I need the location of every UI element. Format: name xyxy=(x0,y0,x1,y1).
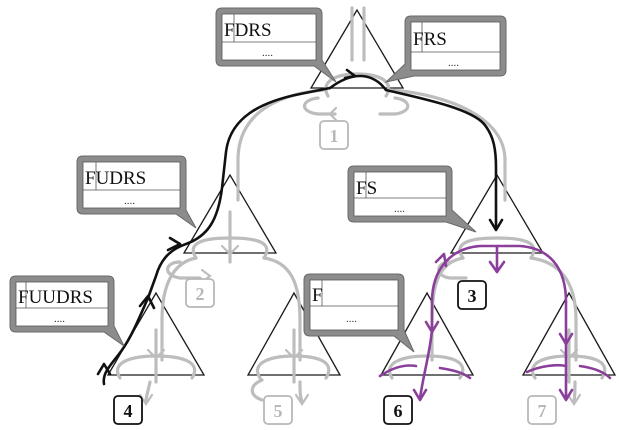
callout-fuudrs: FUUDRS .... xyxy=(9,275,125,347)
node-label-4: 4 xyxy=(113,395,143,425)
node-label-6: 6 xyxy=(383,395,413,425)
callout-frs-dots: .... xyxy=(448,57,459,69)
node-label-3: 3 xyxy=(457,280,487,310)
node-label-2: 2 xyxy=(185,278,215,308)
node-label-7: 7 xyxy=(527,395,557,425)
callout-fudrs: FUDRS .... xyxy=(76,155,197,229)
node-label-5: 5 xyxy=(263,395,293,425)
callout-fdrs: FDRS .... xyxy=(215,7,337,83)
node-number-1: 1 xyxy=(330,126,339,146)
purple-traversal xyxy=(378,244,612,402)
black-traversal xyxy=(96,68,504,386)
callout-fudrs-dots: .... xyxy=(124,195,135,207)
callout-f-label: F xyxy=(312,285,323,306)
callout-fuudrs-dots: .... xyxy=(54,313,65,325)
node-number-2: 2 xyxy=(196,284,205,304)
triangle-root xyxy=(309,8,405,89)
callout-f-dots: .... xyxy=(346,313,357,325)
callout-fdrs-label: FDRS xyxy=(224,20,272,41)
callout-fs: FS .... xyxy=(347,165,477,233)
callout-fs-dots: .... xyxy=(394,203,405,215)
callout-fdrs-dots: .... xyxy=(262,47,273,59)
node-number-3: 3 xyxy=(468,286,477,306)
node-label-1: 1 xyxy=(319,120,349,150)
callout-f: F .... xyxy=(303,273,415,353)
callout-fs-label: FS xyxy=(356,178,377,199)
callout-frs-label: FRS xyxy=(413,29,447,50)
node-number-5: 5 xyxy=(274,401,283,421)
callout-frs: FRS .... xyxy=(384,15,507,83)
node-number-4: 4 xyxy=(124,401,133,421)
node-number-6: 6 xyxy=(394,401,403,421)
callout-fuudrs-label: FUUDRS xyxy=(18,287,93,308)
callout-fudrs-label: FUDRS xyxy=(85,168,146,189)
node-number-7: 7 xyxy=(538,401,547,421)
